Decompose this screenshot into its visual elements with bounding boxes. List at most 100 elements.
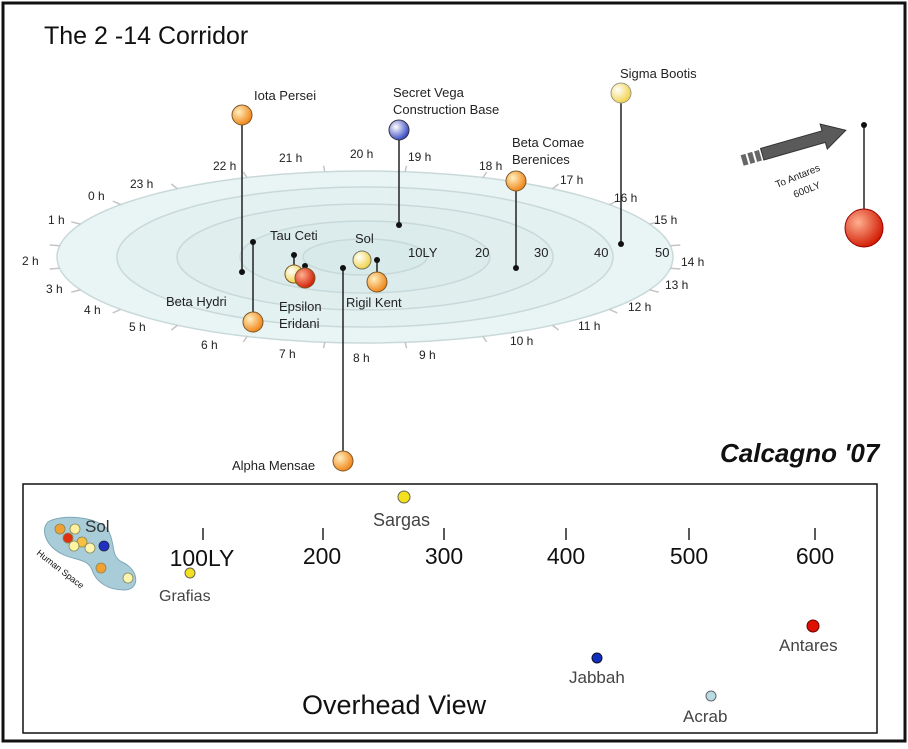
distance-label-40: 40 — [594, 245, 608, 260]
hour-tick — [552, 183, 560, 190]
antares-marker[interactable] — [844, 208, 884, 248]
hour-label-0: 0 h — [88, 189, 105, 203]
beta-hydri-base-dot — [250, 239, 256, 245]
sigma-bootis-label: Sigma Bootis — [620, 66, 697, 81]
hour-label-2: 2 h — [22, 254, 39, 268]
tau-ceti-base-dot — [291, 252, 297, 258]
hour-tick — [71, 289, 81, 293]
hour-label-5: 5 h — [129, 320, 146, 334]
epsilon-eridani-base-dot — [302, 263, 308, 269]
human-space-star-7 — [98, 540, 110, 552]
sol-marker[interactable] — [352, 250, 372, 270]
distance-labels: 10LY 20 30 40 50 — [408, 245, 669, 260]
hour-tick — [49, 267, 60, 270]
beta-comae-label: Beta Comae — [512, 135, 584, 150]
hour-tick — [170, 324, 178, 331]
hour-tick — [670, 267, 681, 270]
hour-label-16: 16 h — [614, 191, 637, 205]
arrow-segment-2 — [747, 151, 756, 164]
scale-label-400: 400 — [547, 543, 585, 569]
overhead-scale-labels: 100LY 200 300 400 500 600 — [170, 543, 835, 571]
hour-label-10: 10 h — [510, 334, 533, 348]
human-space-star-1 — [54, 523, 66, 535]
drop-line-bases — [239, 222, 624, 275]
epsilon-eridani-label: Epsilon — [279, 299, 322, 314]
distance-label-10: 10LY — [408, 245, 438, 260]
beta-comae-base-dot — [513, 265, 519, 271]
human-space-star-8 — [95, 562, 107, 574]
arrow-segment-3 — [754, 149, 762, 162]
epsilon-eridani-marker[interactable] — [294, 267, 316, 289]
acrab-marker[interactable] — [705, 690, 717, 702]
alpha-mensae-base-dot — [340, 265, 346, 271]
hour-label-23: 23 h — [130, 177, 153, 191]
hour-label-7: 7 h — [279, 347, 296, 361]
tau-ceti-label: Tau Ceti — [270, 228, 318, 243]
hour-label-11: 11 h — [578, 319, 600, 333]
hour-tick — [670, 244, 681, 247]
hour-tick — [482, 171, 488, 178]
page-title: The 2 -14 Corridor — [44, 22, 248, 50]
distance-label-20: 20 — [475, 245, 489, 260]
distance-label-50: 50 — [655, 245, 669, 260]
sol-label: Sol — [355, 231, 374, 246]
hour-tick — [322, 165, 326, 172]
scale-label-500: 500 — [670, 543, 708, 569]
hour-ticks — [49, 165, 681, 349]
iota-persei-marker[interactable] — [231, 104, 253, 126]
hour-label-21: 21 h — [279, 151, 302, 165]
sigma-bootis-base-dot — [618, 241, 624, 247]
star-markers — [231, 82, 632, 472]
distance-label-30: 30 — [534, 245, 548, 260]
secret-vega-label: Secret Vega — [393, 85, 465, 100]
beta-comae-marker[interactable] — [505, 170, 527, 192]
rigil-kent-marker[interactable] — [366, 271, 388, 293]
iota-persei-base-dot — [239, 269, 245, 275]
beta-hydri-label: Beta Hydri — [166, 294, 227, 309]
alpha-mensae-label: Alpha Mensae — [232, 458, 315, 473]
scale-label-600: 600 — [796, 543, 834, 569]
hour-label-12: 12 h — [628, 300, 651, 314]
human-space-star-2 — [62, 532, 74, 544]
grafias-label: Grafias — [159, 588, 211, 605]
hour-tick — [649, 289, 659, 293]
hour-labels: 0 h 1 h 2 h 3 h 4 h 5 h 6 h 7 h 8 h 9 h … — [22, 147, 704, 365]
overhead-view-title: Overhead View — [302, 690, 487, 720]
signature: Calcagno '07 — [720, 438, 881, 468]
grafias-marker[interactable] — [184, 567, 196, 579]
hour-tick — [322, 342, 326, 349]
hour-tick — [112, 308, 121, 314]
secret-vega-base-dot — [396, 222, 402, 228]
hour-label-8: 8 h — [353, 351, 370, 365]
secret-vega-marker[interactable] — [388, 119, 410, 141]
overhead-scale-ticks — [202, 528, 816, 540]
arrow-segment-1 — [740, 153, 749, 166]
hour-label-15: 15 h — [654, 213, 677, 227]
antares-base-dot — [861, 122, 867, 128]
human-space-star-6 — [84, 542, 96, 554]
overhead-view-panel — [22, 483, 878, 734]
hour-tick — [649, 221, 659, 225]
scale-label-200: 200 — [303, 543, 341, 569]
rigil-kent-label: Rigil Kent — [346, 295, 402, 310]
alpha-mensae-marker[interactable] — [332, 450, 354, 472]
jabbah-marker[interactable] — [591, 652, 603, 664]
antares-overhead-label: Antares — [779, 636, 838, 655]
beta-hydri-marker[interactable] — [242, 311, 264, 333]
beta-comae-label-line2: Berenices — [512, 152, 570, 167]
antares-overhead-marker[interactable] — [806, 619, 820, 633]
hour-tick — [71, 221, 81, 225]
hour-label-1: 1 h — [48, 213, 65, 227]
antares-arrow — [740, 123, 847, 166]
sigma-bootis-marker[interactable] — [610, 82, 632, 104]
antares-arrow-group: To Antares 600LY — [740, 122, 884, 248]
hour-tick — [112, 200, 121, 206]
hour-label-6: 6 h — [201, 338, 218, 352]
human-space-star-3 — [69, 523, 81, 535]
sargas-label: Sargas — [373, 510, 430, 530]
sargas-marker[interactable] — [397, 490, 411, 504]
iota-persei-label: Iota Persei — [254, 88, 316, 103]
acrab-label: Acrab — [683, 707, 727, 726]
hour-tick — [609, 200, 618, 206]
